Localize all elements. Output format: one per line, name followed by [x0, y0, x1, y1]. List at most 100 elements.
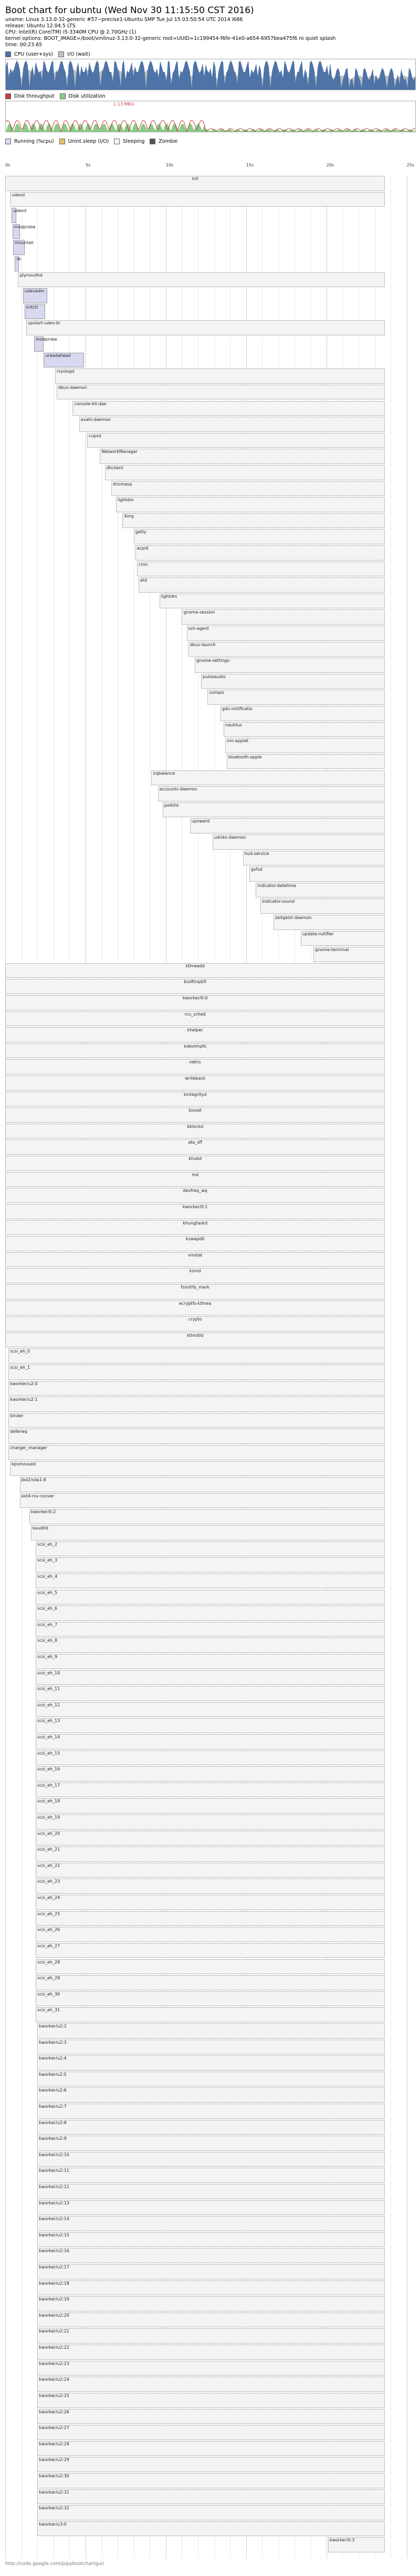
unint-swatch	[59, 138, 65, 144]
process-bar: kworker/u2:31	[37, 2489, 385, 2505]
process-name: scsi_eh_8	[37, 1638, 58, 1643]
process-name: kdevtmpfs	[184, 1043, 206, 1049]
process-bar: kworker/u2:26	[37, 2409, 385, 2424]
process-bar: scsi_eh_19	[36, 1814, 385, 1830]
process-name: ecryptfs-kthrea	[179, 1301, 212, 1306]
process-name: kworker/u3:0	[39, 2521, 67, 2527]
process-bar: plymouthd	[18, 272, 385, 288]
process-name: gdu-notificatio	[222, 706, 253, 712]
process-name: scsi_eh_27	[37, 1943, 60, 1948]
process-name: kworker/u2:21	[39, 2329, 69, 2334]
process-name: irqbalance	[153, 770, 175, 776]
process-bar: kworker/0:2	[29, 1509, 385, 1525]
process-bar: upowerd	[190, 818, 385, 833]
process-bar: charger_manager	[8, 1445, 385, 1460]
disk-chart-svg	[6, 120, 415, 132]
process-name: initctl	[26, 304, 38, 310]
process-name: kworker/u2:31	[39, 2489, 69, 2495]
process-bar: scsi_eh_28	[36, 1959, 385, 1975]
process-name: ureadahead	[45, 353, 71, 358]
process-bar: kworker/u2:20	[37, 2312, 385, 2328]
process-bar: mountall	[13, 240, 34, 256]
process-bar: initctl	[24, 304, 46, 320]
process-name: indicator-datetime	[257, 883, 296, 888]
process-bar: devfreq_wq	[5, 1188, 385, 1203]
process-bar: khelper	[5, 1027, 385, 1042]
process-bar: Xorg	[122, 513, 385, 529]
process-name: ksoftirqd/0	[184, 979, 207, 985]
process-bar: scsi_eh_27	[36, 1942, 385, 1958]
disk-util-label: Disk utilization	[68, 93, 106, 99]
process-name: kthreadd	[185, 963, 205, 968]
process-name: atd	[140, 578, 147, 583]
disk-throughput-label: Disk throughput	[14, 93, 55, 99]
process-bar: kworker/u2:29	[37, 2457, 385, 2472]
process-bar: kworker/u2:30	[37, 2473, 385, 2488]
process-bar: kworker/u2:22	[37, 2345, 385, 2360]
process-bar: scsi_eh_5	[36, 1589, 385, 1605]
process-bar: scsi_eh_7	[36, 1621, 385, 1637]
process-bar: kblockd	[5, 1123, 385, 1139]
process-bar: udevadm	[23, 288, 47, 303]
process-name: cron	[138, 562, 148, 567]
process-name: scsi_eh_31	[37, 2008, 60, 2013]
process-name: rsyslogd	[56, 369, 75, 374]
page-title: Boot chart for ubuntu (Wed Nov 30 11:15:…	[5, 5, 254, 16]
disk-throughput-swatch	[5, 93, 11, 99]
process-bar: acpid	[135, 545, 385, 561]
process-name: binder	[10, 1413, 24, 1418]
process-name: ata_sff	[188, 1140, 203, 1145]
process-bar: kworker/u2:23	[37, 2360, 385, 2376]
process-bar: rcu_sched	[5, 1011, 385, 1027]
process-bar: scsi_eh_17	[36, 1782, 385, 1798]
process-name: scsi_eh_2	[37, 1542, 58, 1547]
process-bar: binder	[8, 1412, 385, 1428]
process-bar: kworker/u2:17	[37, 2264, 385, 2279]
process-name: nautilus	[225, 722, 242, 727]
process-bar: scsi_eh_9	[36, 1653, 385, 1669]
process-name: scsi_eh_23	[37, 1879, 60, 1884]
process-name: kworker/u2:13	[39, 2200, 69, 2205]
process-name: scsi_eh_24	[37, 1895, 60, 1901]
process-bar: sh	[15, 256, 22, 271]
process-bar: scsi_eh_4	[36, 1573, 385, 1589]
process-bar: udisks-daemon	[212, 834, 385, 850]
disk-util-swatch	[59, 93, 66, 99]
process-bar: gnome-terminal	[313, 947, 385, 962]
process-bar: scsi_eh_29	[36, 1975, 385, 1990]
process-name: getty	[135, 530, 146, 535]
process-bar: scsi_eh_30	[36, 1991, 385, 2007]
process-bar: getty	[133, 529, 385, 544]
process-bar: cron	[136, 561, 385, 577]
process-bar: dbus-launch	[188, 641, 385, 657]
process-bar: bluetooth-apple	[227, 754, 385, 769]
process-name: fsnotify_mark	[181, 1284, 209, 1290]
process-name: udisks-daemon	[214, 835, 246, 840]
process-bar: kworker/u2:15	[37, 2232, 385, 2247]
process-name: indicator-sound	[262, 899, 295, 904]
process-name: kintegrityd	[183, 1092, 207, 1097]
process-bar: scsi_eh_22	[36, 1862, 385, 1878]
process-name: avahi-daemon	[80, 417, 111, 423]
process-bar: indicator-datetime	[256, 882, 385, 898]
cpu-legend-label: CPU (user+sys)	[14, 51, 53, 57]
process-name: lightdm	[161, 594, 177, 599]
process-name: kworker/u2:12	[39, 2184, 69, 2189]
process-bar: kworker/u2:25	[37, 2392, 385, 2408]
process-name: kworker/u2:28	[39, 2441, 69, 2446]
process-bar: bioset	[5, 1107, 385, 1123]
io-swatch	[58, 51, 64, 57]
process-bar: ecryptfs-kthrea	[5, 1300, 385, 1316]
process-bar: NetworkManager	[100, 449, 385, 464]
process-bar: kworker/u2:7	[37, 2103, 385, 2119]
process-name: kworker/u2:29	[39, 2457, 69, 2463]
sleeping-label: Sleeping	[123, 138, 145, 144]
process-bar: crypto	[5, 1316, 385, 1332]
process-name: Xorg	[124, 513, 134, 519]
cpu-chart	[5, 59, 416, 90]
process-name: khubd	[188, 1156, 202, 1162]
process-bar: deferwq	[8, 1429, 385, 1444]
system-info: uname: Linux 3.13.0-32-generic #57~preci…	[5, 17, 415, 48]
process-name: netns	[189, 1060, 201, 1065]
process-bar: ksmd	[5, 1268, 385, 1283]
